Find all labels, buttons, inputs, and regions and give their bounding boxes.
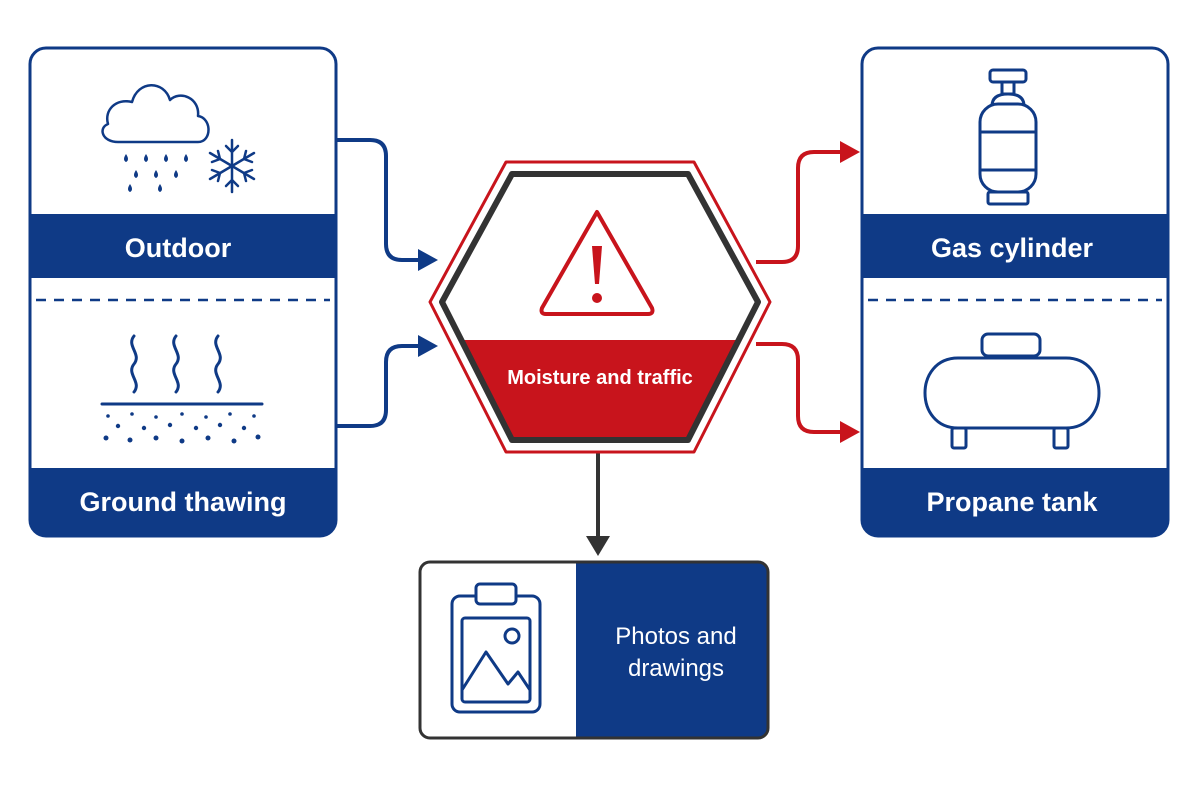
photos-label-line1: Photos and <box>615 623 736 650</box>
arrow-center-to-cylinder <box>756 150 842 264</box>
right-panel: Gas cylinder Propane tank <box>860 46 1170 538</box>
outdoor-band <box>30 214 336 278</box>
photos-box-frame <box>418 560 770 740</box>
clipboard-image-icon <box>450 582 542 714</box>
cloud-rain-snow-icon <box>101 84 256 194</box>
connectors <box>336 138 860 556</box>
arrow-outdoor-to-center <box>336 138 420 262</box>
photos-band <box>576 562 768 738</box>
ground-thawing-band <box>30 468 336 536</box>
arrowhead-outdoor <box>418 249 438 271</box>
arrow-ground-to-center <box>336 344 420 428</box>
ground-thawing-label: Ground thawing <box>80 487 287 517</box>
outdoor-label: Outdoor <box>125 233 232 263</box>
left-panel: Outdoor Ground thawing <box>28 46 338 538</box>
propane-tank-icon <box>923 332 1101 450</box>
gas-cylinder-band <box>862 214 1168 278</box>
photos-box: Photos and drawings <box>418 560 770 740</box>
gas-cylinder-icon <box>978 68 1038 206</box>
arrowhead-ground <box>418 335 438 357</box>
left-panel-frame <box>28 46 338 538</box>
propane-tank-label: Propane tank <box>926 487 1098 517</box>
right-panel-frame <box>860 46 1170 538</box>
photos-label-line2: drawings <box>628 655 724 682</box>
steam-ground-icon <box>100 334 264 444</box>
arrowhead-tank <box>840 421 860 443</box>
propane-tank-band <box>862 468 1168 536</box>
gas-cylinder-label: Gas cylinder <box>931 233 1094 263</box>
arrowhead-cylinder <box>840 141 860 163</box>
warning-triangle-icon <box>539 210 655 316</box>
center-hazard: Moisture and traffic <box>428 160 772 454</box>
hazard-inner-frame <box>439 171 761 443</box>
arrowhead-photos <box>586 536 610 556</box>
moisture-traffic-label: Moisture and traffic <box>507 367 693 389</box>
arrow-center-to-tank <box>756 342 842 434</box>
snowflake-icon <box>208 138 256 194</box>
